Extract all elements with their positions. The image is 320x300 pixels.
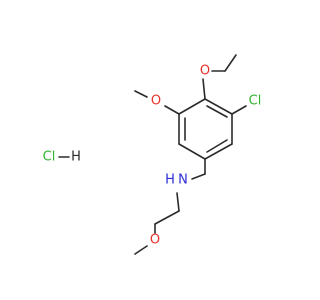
bond-n-ch2 [176,192,180,212]
atom-hcl-cl: Cl [43,150,56,165]
atom-o-ethoxy: O [200,64,210,79]
bond-ring-4 [178,143,206,160]
atom-hcl-h: H [71,150,81,165]
bond-ring-6 [178,98,206,115]
bond-ring-double-a [206,105,228,118]
bond-o-methyl [134,90,148,98]
bond-ch2-ch2 [154,210,180,225]
bond-ring-double-b [206,139,228,153]
atom-n: N [178,173,188,188]
molecule-canvas: O Cl O N H O Cl H [42,54,262,255]
structure-diagram: O Cl O N H O Cl H [43,54,262,255]
bond-ch2-n [191,173,206,180]
bond-o-ring-top [202,78,206,100]
atom-n-h: H [165,173,175,188]
atom-o-methoxy: O [151,94,161,109]
bond-ring-3 [204,143,233,160]
bond-ring-1 [204,98,233,115]
bond-o-ch3 [134,245,148,255]
bond-ring-o-methoxy [164,105,180,115]
bond-ethyl-ch3 [224,54,237,72]
atom-cl-ring: Cl [249,94,262,109]
bond-ring-cl [231,105,247,115]
atom-o-chain: O [150,233,160,248]
